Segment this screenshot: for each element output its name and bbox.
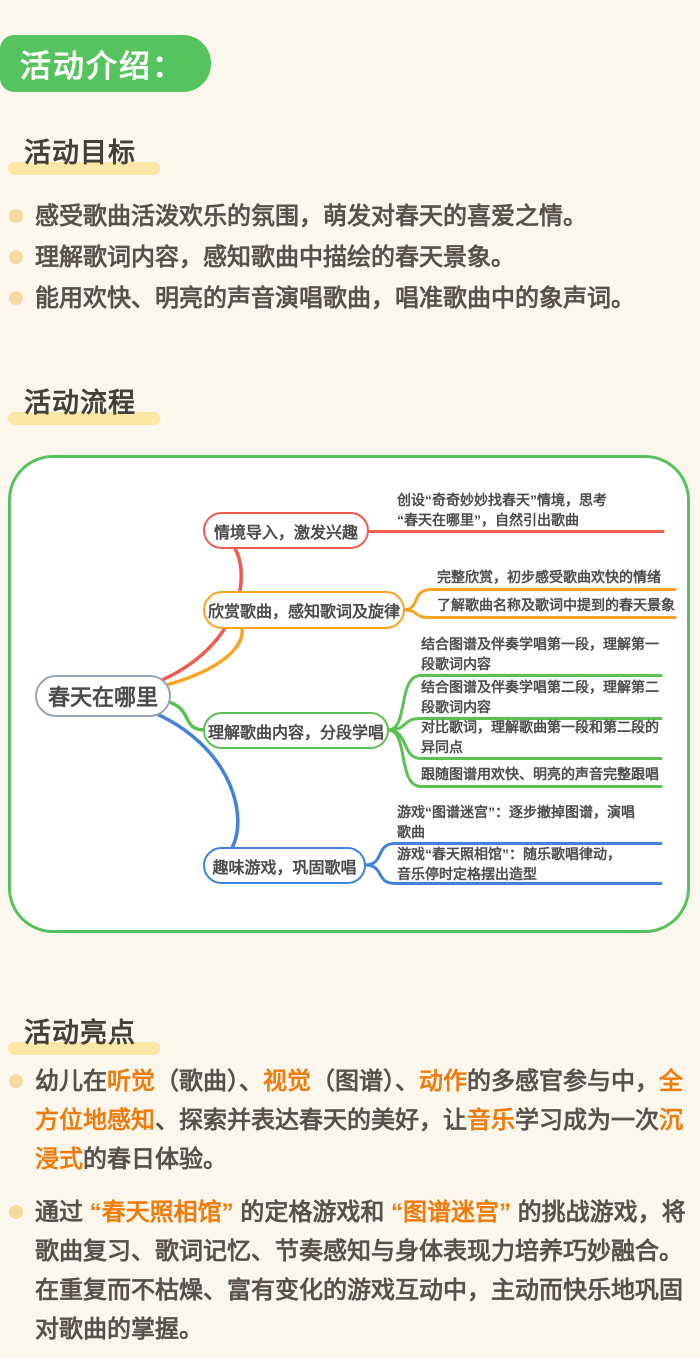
branch1-leaf: 创设“奇奇妙妙找春天”情境，思考“春天在哪里”，自然引出歌曲 <box>397 492 607 528</box>
branch2-leaf: 了解歌曲名称及歌词中提到的春天景象 <box>437 597 675 613</box>
goal-item: 感受歌曲活泼欢乐的氛围，萌发对春天的喜爱之情。 <box>8 196 688 237</box>
branch3-leaf: 跟随图谱用欢快、明亮的声音完整跟唱 <box>421 766 659 782</box>
goal-item: 能用欢快、明亮的声音演唱歌曲，唱准歌曲中的象声词。 <box>8 278 688 319</box>
goals-section-title: 活动目标 <box>8 131 160 175</box>
highlight-item: 通过 “春天照相馆” 的定格游戏和 “图谱迷宫” 的挑战游戏，将歌曲复习、歌词记… <box>8 1193 686 1349</box>
branch4-leaf: 游戏“图谱迷宫”：逐步撤掉图谱，演唱歌曲 <box>397 804 635 840</box>
bullet-dot-icon <box>9 209 23 223</box>
bullet-dot-icon <box>9 291 23 305</box>
branch4-leaf2-underline <box>363 863 663 885</box>
flow-title-text: 活动流程 <box>24 388 136 418</box>
highlights-section-title: 活动亮点 <box>8 1011 160 1055</box>
flow-section-title: 活动流程 <box>8 381 160 425</box>
branch2-node: 欣赏歌曲，感知歌词及旋律 <box>203 591 405 629</box>
branch4-node: 趣味游戏，巩固歌唱 <box>203 847 366 884</box>
branch3-leaf4-underline <box>386 728 663 788</box>
goal-text: 感受歌曲活泼欢乐的氛围，萌发对春天的喜爱之情。 <box>35 203 587 230</box>
bullet-dot-icon <box>9 1074 23 1088</box>
bullet-dot-icon <box>9 250 23 264</box>
goals-title-text: 活动目标 <box>24 138 136 168</box>
highlights-title-text: 活动亮点 <box>24 1018 136 1048</box>
title-highlight-bar <box>8 162 160 175</box>
goal-text: 能用欢快、明亮的声音演唱歌曲，唱准歌曲中的象声词。 <box>35 285 635 312</box>
branch3-leaf1-underline <box>386 674 663 732</box>
branch3-node: 理解歌曲内容，分段学唱 <box>203 712 389 749</box>
branch2-leaf2-underline <box>401 608 677 619</box>
branch4-leaf: 游戏“春天照相馆”：随乐歌唱律动，音乐停时定格摆出造型 <box>397 846 621 882</box>
branch3-leaf: 对比歌词，理解歌曲第一段和第二段的异同点 <box>421 719 659 755</box>
goal-item: 理解歌词内容，感知歌曲中描绘的春天景象。 <box>8 237 688 278</box>
highlight-text: 通过 “春天照相馆” 的定格游戏和 “图谱迷宫” 的挑战游戏，将歌曲复习、歌词记… <box>35 1199 686 1343</box>
page-title: 活动介绍： <box>20 49 185 84</box>
goal-text: 理解歌词内容，感知歌曲中描绘的春天景象。 <box>35 244 515 271</box>
branch1-node: 情境导入，激发兴趣 <box>203 512 369 549</box>
highlights-list: 幼儿在听觉（歌曲）、视觉（图谱）、动作的多感官参与中，全方位地感知、探索并表达春… <box>8 1062 686 1358</box>
highlight-text: 幼儿在听觉（歌曲）、视觉（图谱）、动作的多感官参与中，全方位地感知、探索并表达春… <box>35 1068 683 1173</box>
goals-list: 感受歌曲活泼欢乐的氛围，萌发对春天的喜爱之情。 理解歌词内容，感知歌曲中描绘的春… <box>8 196 688 319</box>
title-highlight-bar <box>8 412 160 425</box>
highlight-item: 幼儿在听觉（歌曲）、视觉（图谱）、动作的多感官参与中，全方位地感知、探索并表达春… <box>8 1062 686 1179</box>
branch3-leaf: 结合图谱及伴奏学唱第二段，理解第二段歌词内容 <box>421 679 659 715</box>
branch2-leaf: 完整欣赏，初步感受歌曲欢快的情绪 <box>437 569 661 585</box>
page-title-badge: 活动介绍： <box>0 35 211 92</box>
mindmap-container: 春天在哪里 情境导入，激发兴趣 欣赏歌曲，感知歌词及旋律 理解歌曲内容，分段学唱… <box>8 455 690 933</box>
bullet-dot-icon <box>9 1205 23 1219</box>
branch3-leaf: 结合图谱及伴奏学唱第一段，理解第一段歌词内容 <box>421 636 659 672</box>
mindmap-root-node: 春天在哪里 <box>35 675 171 717</box>
title-highlight-bar <box>8 1042 160 1055</box>
